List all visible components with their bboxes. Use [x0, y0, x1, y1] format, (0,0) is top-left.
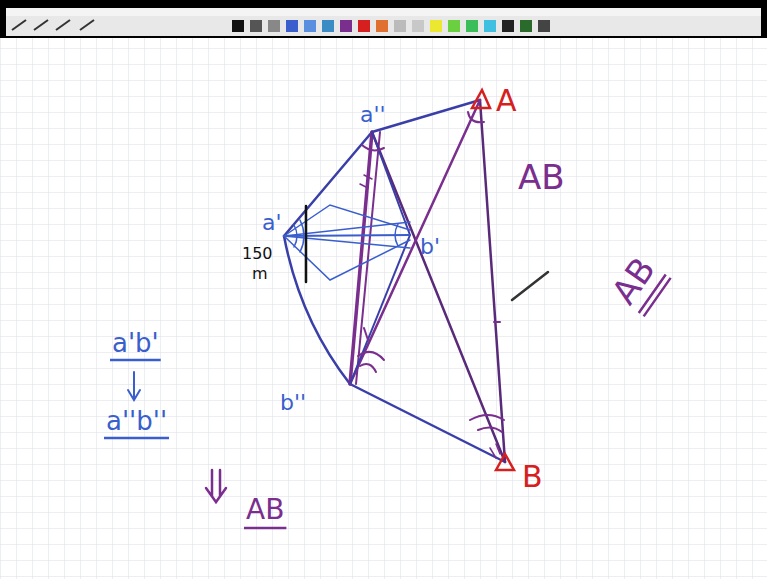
- step-label: a''b'': [106, 408, 167, 434]
- point-label: a': [262, 212, 282, 234]
- station-label: A: [496, 86, 517, 116]
- point-label: b'': [280, 392, 306, 414]
- underline: [244, 527, 286, 530]
- step-label: a'b': [112, 330, 159, 356]
- dimension-unit: m: [252, 266, 268, 282]
- point-label: b': [420, 236, 440, 258]
- point-label: a'': [360, 104, 386, 126]
- underline: [110, 359, 161, 362]
- dimension-value: 150: [242, 246, 273, 262]
- baseline-label: AB: [518, 160, 565, 194]
- result-label: AB: [246, 496, 284, 524]
- station-label: B: [522, 462, 543, 492]
- underline: [104, 437, 169, 440]
